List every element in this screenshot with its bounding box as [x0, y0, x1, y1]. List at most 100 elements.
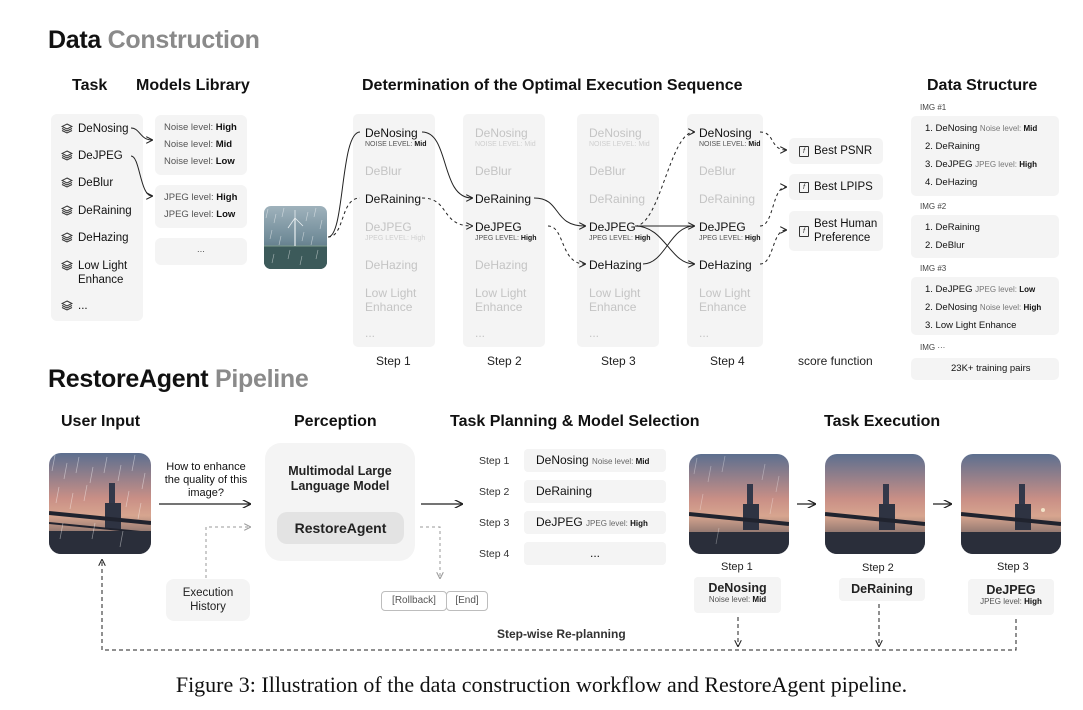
step-option: DeBlur	[589, 164, 657, 178]
level-value: High	[215, 122, 237, 133]
step-option-name: DeNosing	[365, 126, 418, 140]
level-label: NOISE LEVEL:	[589, 141, 637, 148]
title-dim: Construction	[107, 26, 260, 54]
mllm-label: Multimodal Large Language Model	[288, 464, 392, 493]
step-option-name: DeHazing	[365, 258, 418, 272]
level-value: Mid	[638, 141, 650, 148]
level-label: Noise level:	[592, 457, 634, 466]
step-option-name: DeBlur	[699, 164, 736, 178]
training-pairs-box: 23K+ training pairs	[911, 358, 1059, 380]
exec-step-name: DeRaining	[851, 582, 913, 596]
connector-arrow	[205, 527, 250, 578]
ds-line: 3. DeJPEG JPEG level: High	[925, 159, 1037, 170]
level-label: JPEG level:	[975, 285, 1017, 294]
title-bold: Data	[48, 26, 101, 54]
step-option-level: JPEG LEVEL: High	[589, 234, 657, 243]
connector-arrow	[130, 155, 152, 196]
step-option: ...	[365, 326, 433, 340]
step-option-name: Low Light Enhance	[475, 286, 527, 314]
score-label: Best Human Preference	[814, 218, 878, 244]
img-1-box: 1. DeNosing Noise level: Mid 2. DeRainin…	[911, 116, 1059, 196]
step-option: Low Light Enhance	[699, 286, 761, 314]
step-option-name: Low Light Enhance	[699, 286, 751, 314]
data-construction-title: Data Construction	[48, 26, 260, 55]
exec-image-step-2	[825, 454, 925, 554]
step-option: DeHazing	[475, 258, 543, 272]
more-models-panel: ...	[155, 238, 247, 265]
level-label: Noise level:	[164, 122, 214, 133]
connector-arrow	[759, 187, 786, 227]
bottom-connectors	[0, 440, 1017, 651]
plan-step-level: Noise level: Mid	[592, 457, 649, 466]
ds-line-level: Noise level: High	[980, 303, 1041, 312]
ds-line: 2. DeNosing Noise level: High	[925, 302, 1041, 313]
task-item: DeJPEG	[61, 149, 123, 163]
level-value: High	[520, 235, 537, 242]
ds-line: 2. DeBlur	[925, 240, 965, 251]
ds-line-text: 1. DeNosing	[925, 123, 978, 134]
step-option-name: DeJPEG	[365, 220, 412, 234]
step-option-name: ...	[699, 326, 710, 340]
plan-step-level: JPEG level: High	[586, 519, 648, 528]
exec-image-step-3	[961, 454, 1061, 554]
plan-step-name: ...	[590, 546, 601, 560]
connector-arrow	[420, 526, 440, 578]
model-noise-mid: Noise level: Mid	[164, 139, 232, 150]
exec-step-name: DeJPEG	[986, 583, 1036, 597]
level-value: High	[1024, 597, 1042, 606]
level-value: High	[744, 235, 761, 242]
execution-history-box: Execution History	[166, 579, 250, 621]
img-2-label: IMG #2	[920, 202, 947, 211]
function-icon: f	[799, 225, 809, 237]
exec-image-step-1	[689, 454, 789, 554]
plan-step-box: DeJPEG JPEG level: High	[524, 511, 666, 534]
step-option-name: DeNosing	[699, 126, 752, 140]
replanning-label: Step-wise Re-planning	[497, 627, 626, 641]
ds-line: 3. Low Light Enhance	[925, 320, 1016, 331]
ds-line-level: Noise level: Mid	[980, 124, 1037, 133]
perception-panel: Multimodal Large Language Model RestoreA…	[265, 443, 415, 561]
plan-step-label: Step 2	[479, 486, 510, 498]
title-dim: Pipeline	[214, 365, 309, 393]
step-option: ...	[589, 326, 657, 340]
connector-arrow	[759, 131, 786, 150]
figure-caption: Figure 3: Illustration of the data const…	[175, 672, 908, 697]
level-value: Mid	[748, 141, 761, 148]
step-option-name: DeBlur	[475, 164, 512, 178]
level-value: High	[410, 235, 426, 242]
plan-step-name: DeRaining	[536, 484, 593, 498]
planning-header: Task Planning & Model Selection	[450, 413, 700, 430]
exec-step-level: JPEG level: High	[968, 597, 1054, 606]
step-option: DeRaining	[475, 192, 543, 206]
function-icon: f	[799, 145, 809, 157]
task-panel: DeNosing DeJPEG DeBlur DeRaining DeHazin…	[51, 114, 143, 321]
level-value: Mid	[215, 139, 233, 150]
step-option-name: DeBlur	[589, 164, 626, 178]
step-option-name: DeNosing	[589, 126, 642, 140]
execution-history-label: Execution History	[182, 587, 234, 613]
data-structure-header: Data Structure	[927, 77, 1038, 94]
step-option-name: DeHazing	[699, 258, 752, 272]
step-option: DeRaining	[365, 192, 433, 206]
ds-line-text: 2. DeNosing	[925, 302, 978, 313]
level-value: Mid	[752, 595, 767, 604]
step-option-name: DeRaining	[365, 192, 422, 206]
level-value: High	[1023, 303, 1042, 312]
task-item: DeHazing	[61, 231, 129, 245]
step-option-name: DeRaining	[699, 192, 756, 206]
step-option-level: NOISE LEVEL: Mid	[365, 140, 433, 149]
plan-step-name: DeNosing	[536, 453, 589, 467]
step-option: DeBlur	[699, 164, 761, 178]
exec-step-level: Noise level: Mid	[694, 595, 781, 604]
task-label: ...	[78, 300, 88, 312]
level-label: NOISE LEVEL:	[475, 141, 523, 148]
score-function-label: score function	[798, 354, 873, 368]
task-label: DeJPEG	[78, 150, 123, 162]
step-option-name: DeNosing	[475, 126, 528, 140]
step-2-label: Step 2	[487, 354, 522, 368]
top-connectors	[130, 127, 1083, 400]
step-option-name: DeRaining	[589, 192, 646, 206]
